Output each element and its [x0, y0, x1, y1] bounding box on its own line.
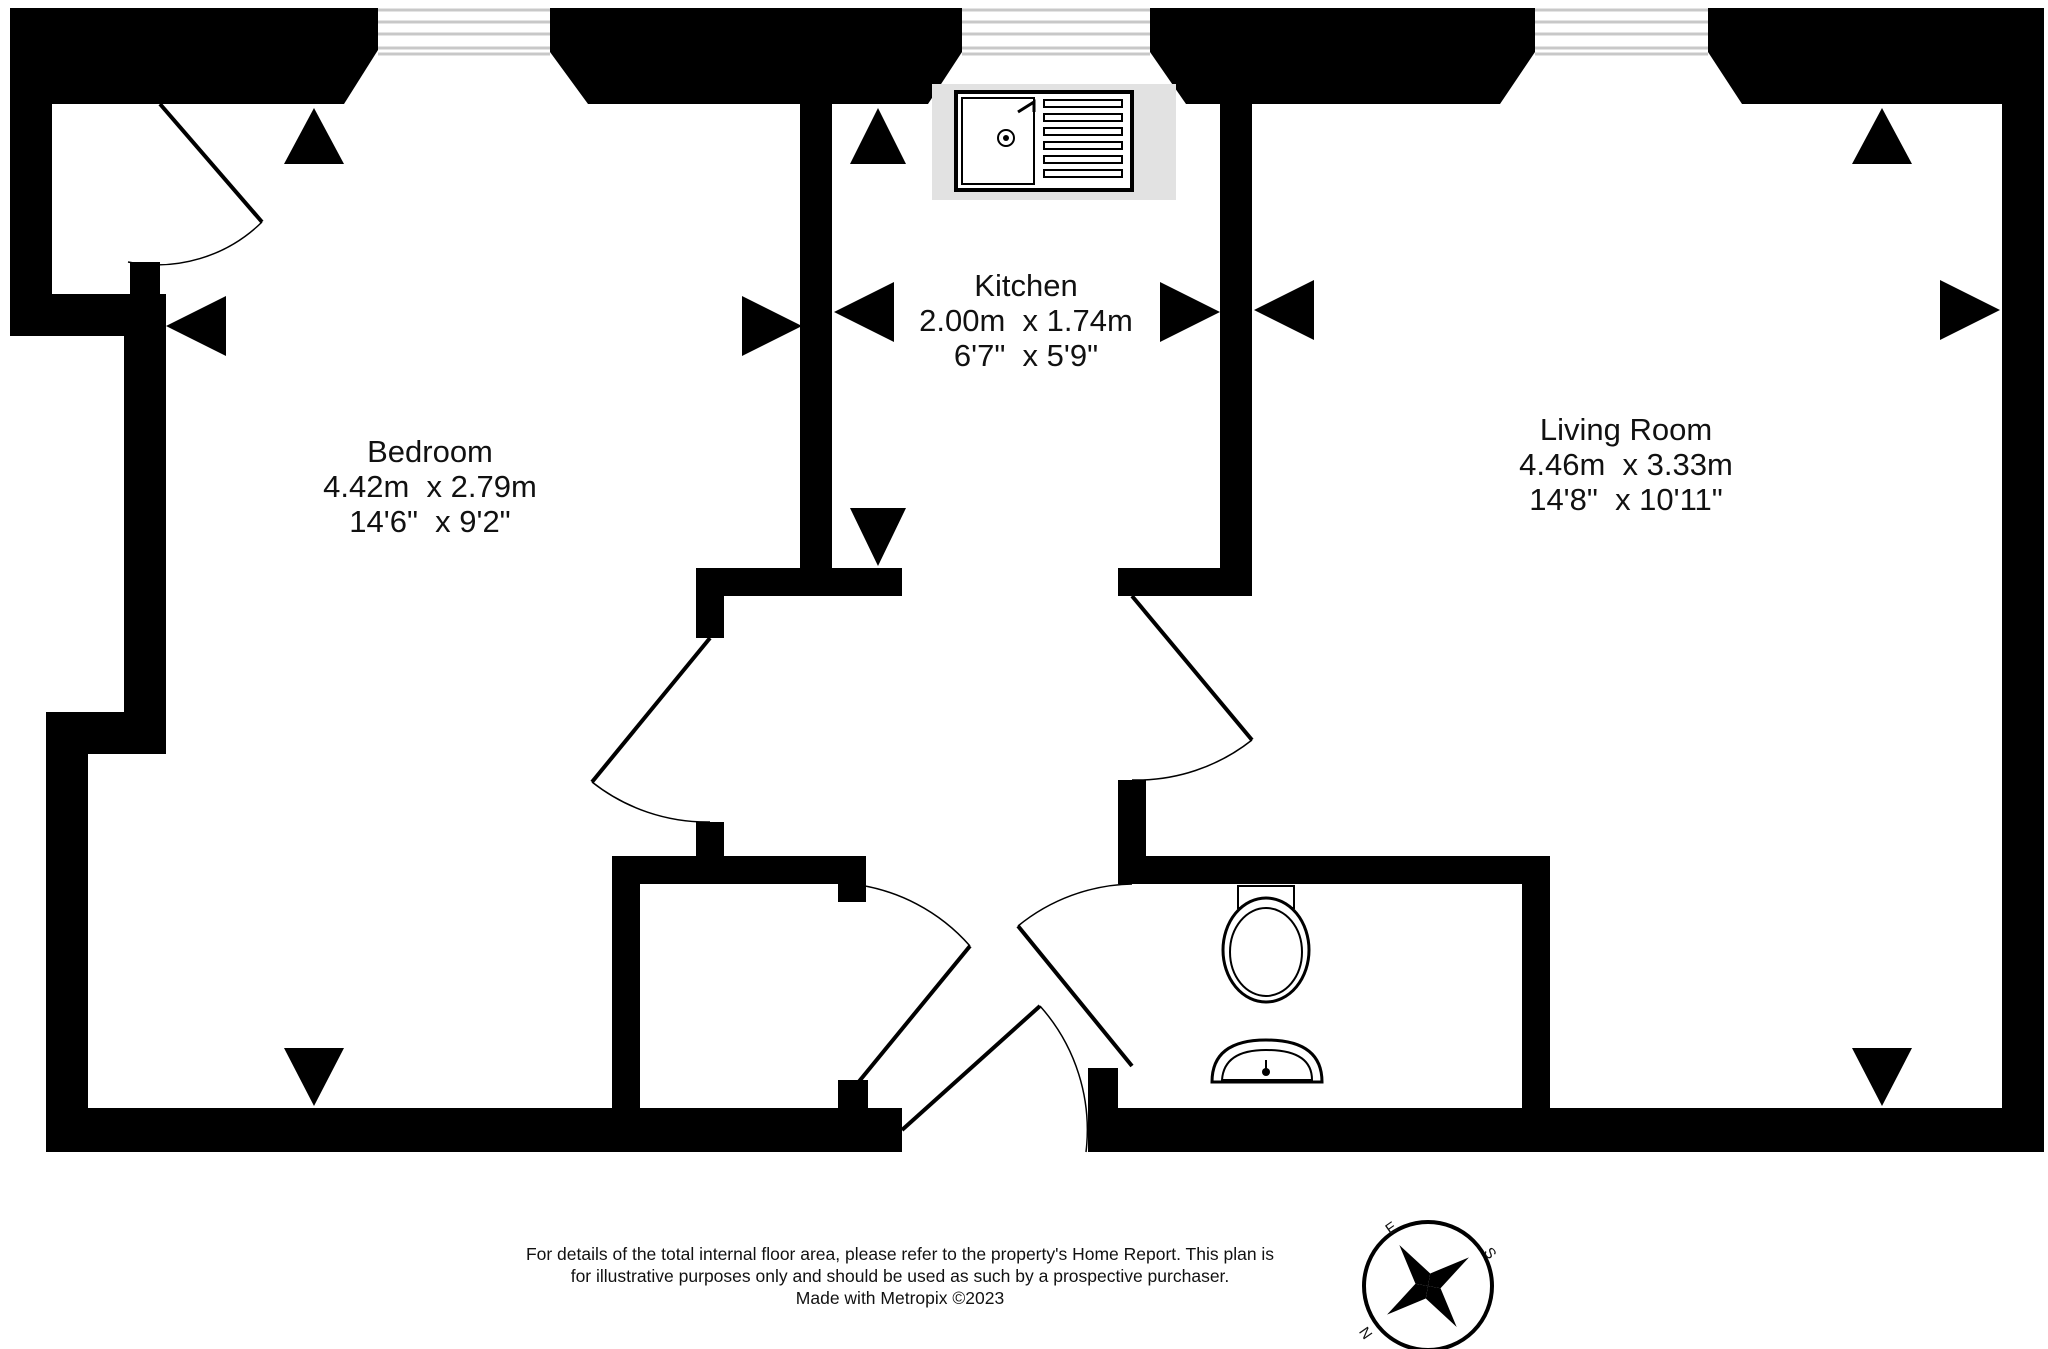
wall-top-left	[10, 8, 378, 104]
wall-wc-right	[1522, 856, 1550, 1152]
arrow-living-down	[1852, 1048, 1912, 1106]
wall-bottom-door-jamb-right	[1088, 1068, 1118, 1152]
wall-cupboard-left	[612, 856, 640, 1152]
footer-line-1: For details of the total internal floor …	[526, 1244, 1274, 1264]
bedroom-name: Bedroom	[367, 434, 493, 469]
living-room-name: Living Room	[1540, 412, 1712, 447]
wash-basin	[1210, 1038, 1324, 1084]
door-cupboard	[850, 883, 972, 1092]
compass-icon: E S W N	[1356, 1218, 1500, 1349]
wall-top-right	[1150, 8, 1535, 104]
arrow-living-up	[1852, 108, 1912, 164]
wall-left-lower	[46, 712, 88, 1152]
walls	[10, 8, 2044, 1152]
wall-cupboard-jamb-top	[838, 856, 866, 902]
wall-bottom-right	[1088, 1108, 2044, 1152]
kitchen-sink	[932, 84, 1176, 200]
wall-top-middle	[550, 8, 962, 104]
wall-kitchen-right	[1220, 70, 1252, 596]
arrow-bedroom-right	[742, 296, 802, 356]
living-room-imperial: 14'8" x 10'11"	[1529, 482, 1723, 517]
kitchen-imperial: 6'7" x 5'9"	[954, 338, 1098, 373]
wall-wc-top	[1118, 856, 1550, 884]
bedroom-metric: 4.42m x 2.79m	[323, 469, 537, 504]
wall-closet-door-jamb	[130, 262, 160, 294]
wall-left-middle	[124, 294, 166, 754]
footer-line-2: for illustrative purposes only and shoul…	[571, 1266, 1230, 1286]
door-living-room	[1130, 594, 1254, 781]
compass-letter-n: N	[1356, 1323, 1376, 1342]
living-room-metric: 4.46m x 3.33m	[1519, 447, 1733, 482]
sink-tap	[1017, 99, 1036, 114]
wall-right	[2002, 8, 2044, 1152]
wall-left-upper	[10, 8, 52, 336]
wall-kitchen-left	[800, 70, 832, 596]
room-label-bedroom: Bedroom 4.42m x 2.79m 14'6" x 9'2"	[323, 434, 537, 539]
footer-line-3: Made with Metropix ©2023	[796, 1288, 1004, 1308]
footer-disclaimer: For details of the total internal floor …	[526, 1244, 1274, 1308]
arrow-living-right	[1940, 280, 2000, 340]
dimension-arrows	[166, 108, 2000, 1106]
wall-kitchen-bottom-left	[696, 568, 902, 596]
compass-letter-w: W	[1453, 1347, 1475, 1349]
kitchen-metric: 2.00m x 1.74m	[919, 303, 1133, 338]
toilet	[1221, 885, 1311, 1004]
wall-cupboard-top	[612, 856, 866, 884]
arrow-bedroom-down	[284, 1048, 344, 1106]
kitchen-name: Kitchen	[974, 268, 1077, 303]
window-bedroom	[378, 8, 550, 56]
windows	[378, 8, 1708, 56]
sink-drainer	[1043, 99, 1123, 178]
wall-bottom-left	[46, 1108, 902, 1152]
wall-top-far-right	[1708, 8, 2040, 104]
arrow-kitchen-down	[850, 508, 906, 566]
door-entrance	[900, 1004, 1089, 1153]
arrow-kitchen-up	[850, 108, 906, 164]
arrow-kitchen-left	[834, 282, 894, 342]
bedroom-imperial: 14'6" x 9'2"	[349, 504, 510, 539]
arrow-bedroom-up	[284, 108, 344, 164]
compass-star	[1387, 1245, 1469, 1327]
arrow-bedroom-left	[166, 296, 226, 356]
arrow-living-left	[1254, 280, 1314, 340]
room-label-living-room: Living Room 4.46m x 3.33m 14'8" x 10'11"	[1519, 412, 1733, 517]
door-wc	[1016, 883, 1134, 1068]
door-bedroom	[590, 636, 712, 823]
wall-bedroom-door-jamb-top	[696, 568, 724, 638]
window-living-room	[1535, 8, 1708, 56]
window-kitchen	[962, 8, 1150, 56]
arrow-kitchen-right	[1160, 282, 1220, 342]
wall-kitchen-bottom-right	[1118, 568, 1252, 596]
room-label-kitchen: Kitchen 2.00m x 1.74m 6'7" x 5'9"	[919, 268, 1133, 373]
door-closet	[127, 102, 264, 266]
doors	[127, 102, 1254, 1153]
wall-bottom-door-jamb-left	[838, 1080, 868, 1152]
